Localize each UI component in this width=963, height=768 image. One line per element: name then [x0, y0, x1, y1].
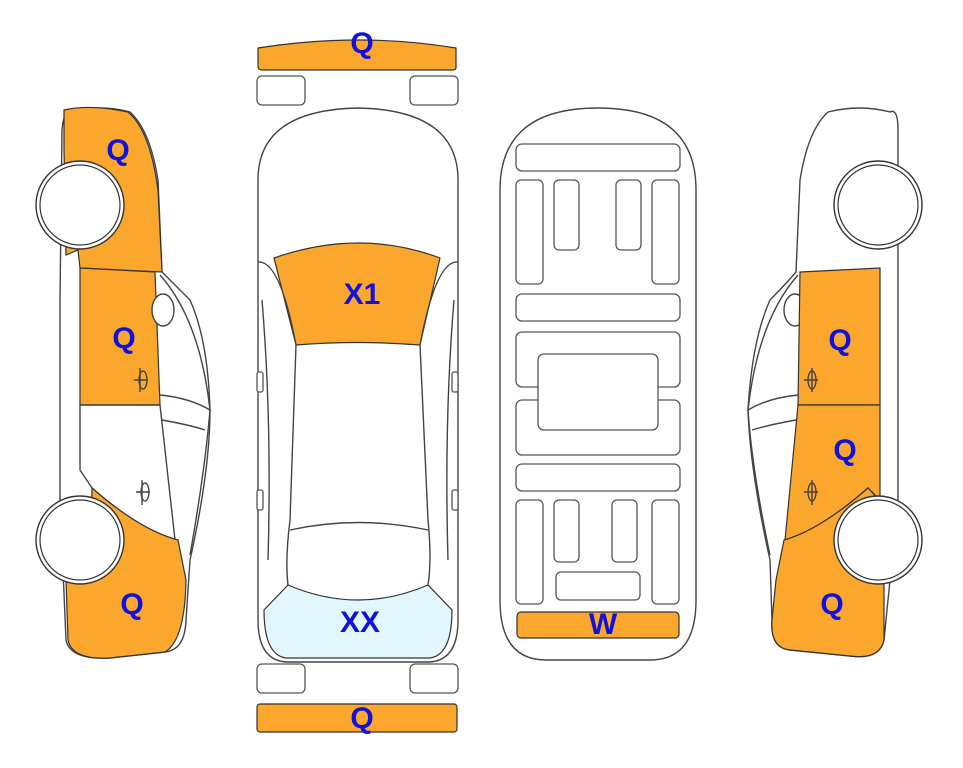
rear-bumper-label: Q	[350, 702, 373, 735]
rear-window-label: XX	[340, 606, 380, 639]
front-bumper-damage[interactable]	[257, 39, 457, 71]
car-top-view-icon: Q X1 XX Q	[256, 27, 459, 735]
right-rear-quarter-label: Q	[820, 588, 843, 621]
windshield-damage[interactable]	[273, 242, 441, 346]
underbody-rear-damage[interactable]	[516, 611, 680, 639]
rear-window-glass[interactable]	[263, 584, 453, 659]
left-front-door-label: Q	[112, 322, 135, 355]
right-rear-door-label: Q	[833, 434, 856, 467]
rear-bumper-damage[interactable]	[256, 703, 458, 733]
right-front-door-label: Q	[828, 324, 851, 357]
underbody-rear-label: W	[589, 608, 618, 641]
car-right-side-icon: Q Q Q	[747, 107, 923, 658]
front-bumper-label: Q	[350, 27, 373, 60]
left-rear-quarter-label: Q	[120, 588, 143, 621]
car-left-side-icon: Q Q Q	[35, 106, 211, 659]
left-front-fender-label: Q	[106, 134, 129, 167]
windshield-label: X1	[344, 278, 381, 311]
car-underbody-icon: W	[499, 107, 697, 661]
